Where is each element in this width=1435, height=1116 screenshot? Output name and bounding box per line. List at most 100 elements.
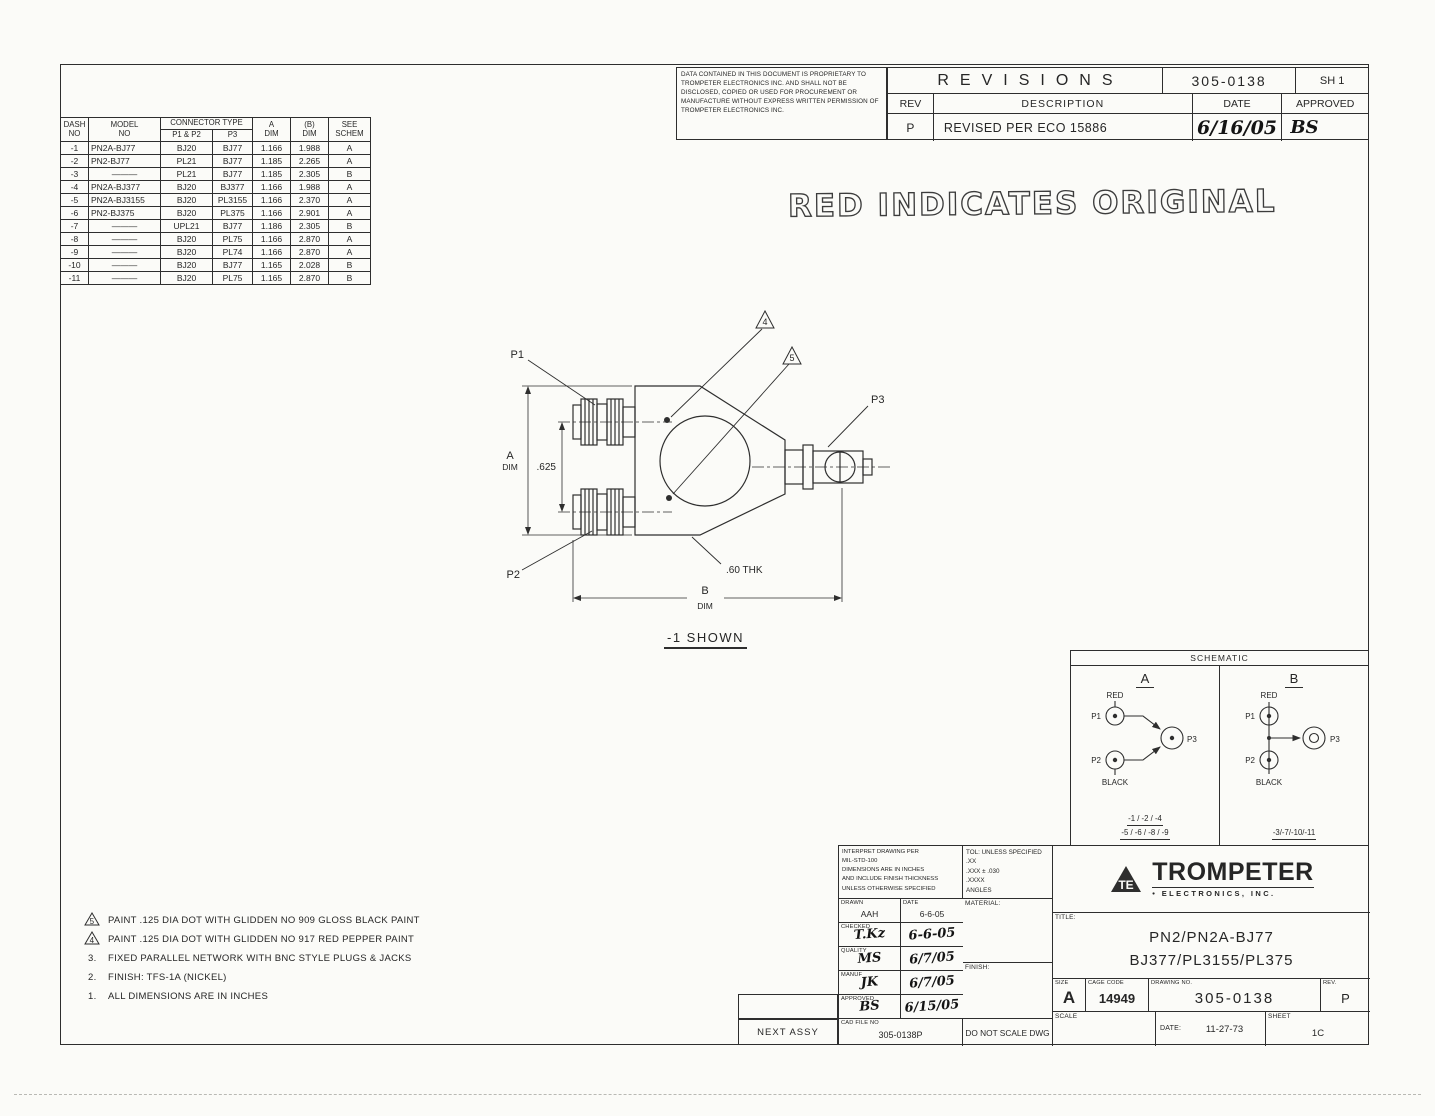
cell: ——— (88, 245, 161, 259)
thickness-label: .60 THK (726, 565, 763, 576)
cell: 1.166 (252, 193, 291, 207)
cell: BJ20 (160, 180, 213, 194)
cell: PN2-BJ375 (88, 206, 161, 220)
cell: 2.028 (290, 258, 329, 272)
flag-4-number: 4 (762, 317, 767, 327)
svg-text:4: 4 (90, 936, 95, 945)
drawn-row: DRAWN AAH DATE 6-6-05 (839, 899, 963, 923)
drawing-linework (521, 309, 890, 602)
cell: -7 (60, 219, 89, 233)
schematic-a-black-label: BLACK (1102, 778, 1129, 787)
cell: PL3155 (212, 193, 253, 207)
cell: ——— (88, 232, 161, 246)
col-connector-type: CONNECTOR TYPE (160, 117, 253, 130)
checked-label: CHECKED (841, 924, 871, 930)
drawn-date-cell: DATE 6-6-05 (901, 899, 963, 922)
body-outline (634, 385, 786, 536)
finish-cell: FINISH: (963, 963, 1053, 1019)
dim-625-label: .625 (537, 462, 557, 473)
drawn-date: 6-6-05 (919, 909, 945, 919)
revisions-header-row: REV DESCRIPTION DATE APPROVED (888, 94, 1368, 114)
size-cell: SIZE A (1053, 979, 1086, 1012)
checked-row: CHECKED T.Kz 6-6-05 (839, 923, 963, 947)
cell: BJ20 (160, 271, 213, 285)
manuf-date-cell: 6/7/05 (901, 971, 963, 994)
revisions-title: REVISIONS (888, 68, 1163, 94)
cell: B (328, 219, 371, 233)
schematic-b-heading: B (1284, 671, 1304, 688)
paint-dot-top (664, 417, 670, 423)
dim-b-label: B (701, 585, 708, 597)
manuf-row: MANUF JK 6/7/05 (839, 971, 963, 995)
col-a-dim: A DIM (252, 117, 291, 142)
manuf-cell: MANUF JK (839, 971, 901, 994)
schematic-a-dash-numbers: -1 / -2 / -4 -5 / -6 / -8 / -9 (1071, 812, 1219, 840)
cell: UPL21 (160, 219, 213, 233)
revision-date: 6/16/05 (1193, 114, 1283, 141)
drawing-caption: -1 SHOWN (664, 630, 747, 649)
cell: PL74 (212, 245, 253, 259)
do-not-scale-cell: DO NOT SCALE DWG (963, 1019, 1053, 1046)
approved-date-cell: 6/15/05 (901, 995, 963, 1018)
date-cell: DATE: 11-27-73 (1156, 1012, 1266, 1046)
rev-col-header: REV (888, 94, 934, 114)
cell: -10 (60, 258, 89, 272)
schematic-b-black-label: BLACK (1256, 778, 1283, 787)
cell: 2.870 (290, 232, 329, 246)
approved-date: 6/15/05 (904, 997, 960, 1016)
title-cell: TITLE: PN2/PN2A-BJ77 BJ377/PL3155/PL375 (1053, 913, 1370, 979)
company-name: TROMPETER (1152, 857, 1314, 886)
flag-4-triangle-icon (755, 309, 775, 329)
date-field-label: DATE: (1160, 1025, 1182, 1032)
cad-file-value: 305-0138P (878, 1030, 923, 1040)
cell: PN2-BJ77 (88, 154, 161, 168)
cell: BJ20 (160, 232, 213, 246)
p2-label: P2 (507, 569, 520, 581)
cell: -3 (60, 167, 89, 181)
p3-label: P3 (871, 394, 884, 406)
cell: 2.265 (290, 154, 329, 168)
approved-cell: APPROVED BS (839, 995, 901, 1018)
cell: 2.870 (290, 245, 329, 259)
cell: A (328, 180, 371, 194)
cell: PL21 (160, 154, 213, 168)
tolerance-note: TOL: UNLESS SPECIFIED .XX .XXX ± .030 .X… (963, 846, 1053, 899)
dim-a-label: A (506, 450, 514, 462)
cell: 1.166 (252, 232, 291, 246)
flag-4-note-icon: 4 (84, 931, 108, 948)
revision-entry-row: P REVISED PER ECO 15886 6/16/05 BS (888, 114, 1368, 141)
interpret-drawing-note: INTERPRET DRAWING PER MIL-STD-100 DIMENS… (839, 846, 963, 899)
approved-name: BS (858, 998, 881, 1015)
manuf-name: JK (860, 974, 879, 991)
paint-dot-bottom (666, 495, 672, 501)
revision-approved: BS (1290, 117, 1319, 138)
schematic-b-p3-label: P3 (1330, 735, 1340, 744)
cell: PN2A-BJ377 (88, 180, 161, 194)
col-model-no: MODEL NO (88, 117, 161, 142)
cell: BJ20 (160, 258, 213, 272)
quality-label: QUALITY (841, 948, 867, 954)
cell: 1.186 (252, 219, 291, 233)
sheet-border (60, 64, 1369, 1045)
note-text: PAINT .125 DIA DOT WITH GLIDDEN NO 909 G… (108, 915, 420, 926)
svg-text:5: 5 (90, 917, 95, 926)
note-item: 4 PAINT .125 DIA DOT WITH GLIDDEN NO 917… (84, 931, 420, 948)
dots-and-arrowheads (525, 386, 842, 601)
quality-name: MS (857, 950, 882, 967)
cell: PN2A-BJ77 (88, 141, 161, 155)
title-block: INTERPRET DRAWING PER MIL-STD-100 DIMENS… (838, 845, 1370, 1046)
schematic-a-p1-label: P1 (1091, 712, 1101, 721)
quality-cell: QUALITY MS (839, 947, 901, 970)
dimension-lines (522, 385, 843, 602)
cell: BJ77 (212, 258, 253, 272)
cell: A (328, 141, 371, 155)
revision-rev: P (888, 114, 934, 141)
cell: BJ77 (212, 141, 253, 155)
note-item: 5 PAINT .125 DIA DOT WITH GLIDDEN NO 909… (84, 912, 420, 928)
